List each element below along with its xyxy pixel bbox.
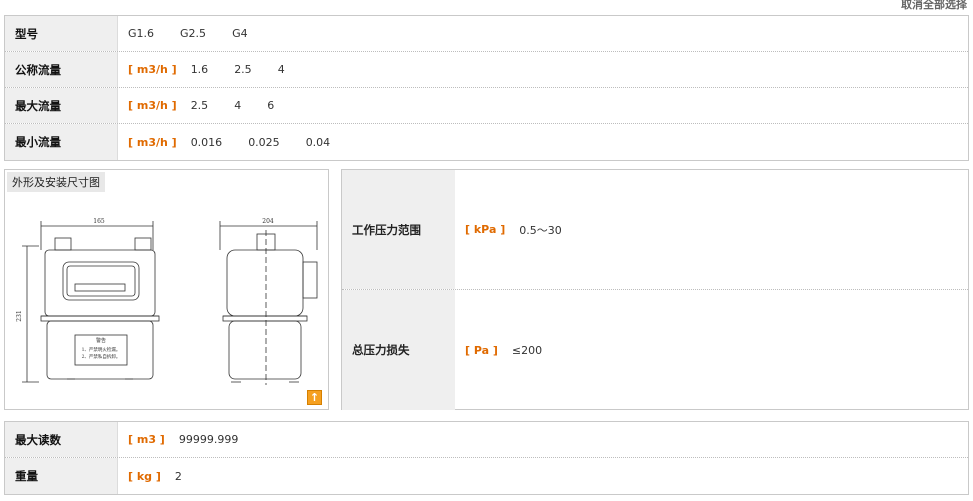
- value: G2.5: [180, 27, 207, 40]
- table-row: 总压力损失 [ Pa ] ≤200: [342, 290, 968, 410]
- row-label-max-flow: 最大流量: [5, 88, 118, 123]
- row-label-model: 型号: [5, 16, 118, 51]
- table-row: 工作压力范围 [ kPa ] 0.5～30: [342, 170, 968, 290]
- value: 99999.999: [178, 433, 239, 446]
- table-row: 重量 [ kg ] 2: [5, 458, 968, 494]
- value: 0.04: [305, 135, 331, 149]
- value: 4: [234, 99, 242, 112]
- unit-label: [ m3 ]: [128, 433, 165, 446]
- value: 0.025: [248, 135, 280, 149]
- table-row: 型号 G1.6 G2.5 G4: [5, 16, 968, 52]
- row-label-pressure-loss: 总压力损失: [342, 290, 455, 410]
- row-label-min-flow: 最小流量: [5, 124, 118, 160]
- row-values-max-flow: [ m3/h ] 2.5 4 6: [118, 88, 968, 123]
- table-row: 公称流量 [ m3/h ] 1.6 2.5 4: [5, 52, 968, 88]
- table-row: 最大读数 [ m3 ] 99999.999: [5, 422, 968, 458]
- row-label-nominal-flow: 公称流量: [5, 52, 118, 87]
- row-label-working-pressure: 工作压力范围: [342, 170, 455, 289]
- row-values-pressure-loss: [ Pa ] ≤200: [455, 290, 968, 410]
- drawing-panel-title: 外形及安装尺寸图: [7, 172, 105, 192]
- unit-label: [ m3/h ]: [128, 99, 177, 112]
- row-values-model: G1.6 G2.5 G4: [118, 16, 968, 51]
- value: 0.016: [190, 135, 223, 149]
- table-row: 最小流量 [ m3/h ] 0.016 0.025 0.04: [5, 124, 968, 160]
- unit-label: [ kPa ]: [465, 223, 506, 236]
- value: ≤200: [511, 343, 543, 357]
- row-values-nominal-flow: [ m3/h ] 1.6 2.5 4: [118, 52, 968, 87]
- dim-height: 231: [16, 310, 23, 321]
- unit-label: [ Pa ]: [465, 343, 498, 357]
- value: G1.6: [128, 27, 155, 40]
- row-values-max-reading: [ m3 ] 99999.999: [118, 422, 968, 457]
- unit-label: [ kg ]: [128, 469, 161, 483]
- value: 0.5～30: [519, 223, 562, 237]
- dim-width-front: 165: [93, 218, 105, 225]
- value: 6: [267, 99, 275, 112]
- row-values-working-pressure: [ kPa ] 0.5～30: [455, 170, 968, 289]
- row-label-max-reading: 最大读数: [5, 422, 118, 457]
- table-row: 最大流量 [ m3/h ] 2.5 4 6: [5, 88, 968, 124]
- dimension-drawing-panel: 165 204 231 警告 1、严禁明火检漏。 2、严禁私自拆卸。 外形及安装…: [4, 169, 329, 410]
- row-label-weight: 重量: [5, 458, 118, 494]
- warning-line-2: 2、严禁私自拆卸。: [82, 353, 121, 360]
- unit-label: [ m3/h ]: [128, 135, 177, 149]
- scroll-to-top-button[interactable]: ↑: [307, 390, 322, 405]
- unit-label: [ m3/h ]: [128, 63, 177, 76]
- spec-table: 型号 G1.6 G2.5 G4 公称流量 [ m3/h ] 1.6 2.5 4 …: [4, 15, 969, 161]
- dim-width-side: 204: [262, 218, 274, 225]
- value: 1.6: [190, 63, 209, 76]
- row-values-min-flow: [ m3/h ] 0.016 0.025 0.04: [118, 124, 968, 160]
- value: 4: [277, 63, 285, 76]
- pressure-table: 工作压力范围 [ kPa ] 0.5～30 总压力损失 [ Pa ] ≤200: [341, 169, 969, 410]
- warning-line-1: 1、严禁明火检漏。: [82, 346, 121, 353]
- clear-all-selection-link[interactable]: 取消全部选择: [901, 0, 967, 11]
- value: 2: [174, 469, 182, 483]
- value: 2.5: [190, 99, 209, 112]
- row-values-weight: [ kg ] 2: [118, 458, 968, 494]
- gas-meter-drawing: 165 204 231 警告 1、严禁明火检漏。 2、严禁私自拆卸。: [16, 218, 318, 385]
- value: 2.5: [234, 63, 252, 76]
- value: G4: [232, 27, 248, 40]
- bottom-spec-table: 最大读数 [ m3 ] 99999.999 重量 [ kg ] 2: [4, 421, 969, 495]
- warning-title: 警告: [96, 337, 106, 344]
